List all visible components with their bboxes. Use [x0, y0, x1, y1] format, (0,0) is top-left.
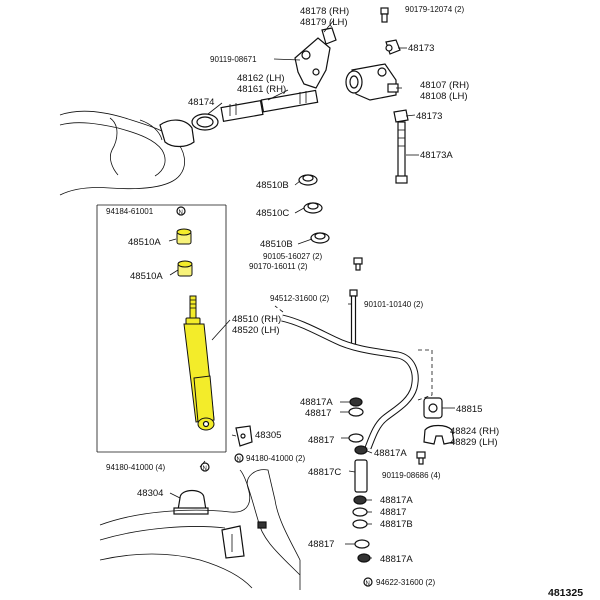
bushing-48815 [423, 397, 443, 419]
link-collar-48817C [354, 459, 368, 493]
bushing-48173-mid [393, 109, 409, 123]
label-48305: 48305 [255, 430, 281, 441]
label-48162: 48162 (LH) [237, 73, 285, 84]
link-bushing-48817B [352, 519, 368, 529]
label-94180-a: 94180-41000 (4) [106, 463, 165, 472]
label-48179: 48179 (LH) [300, 17, 348, 28]
link-bushing-48817A-4 [357, 553, 371, 563]
label-48817C: 48817C [308, 467, 341, 478]
label-90170: 90170-16011 (2) [249, 262, 308, 271]
label-48817A-1: 48817A [300, 397, 333, 408]
label-90179: 90179-12074 (2) [405, 5, 464, 14]
strut-bracket-48107 [345, 63, 399, 101]
label-94622: 94622-31600 (2) [376, 578, 435, 587]
label-48817-4: 48817 [308, 539, 334, 550]
bushing-48510B-top [298, 174, 318, 186]
label-48817-3: 48817 [380, 507, 406, 518]
bolt-90105 [353, 257, 363, 271]
link-bushing-48817A-3 [353, 495, 367, 505]
label-48817B: 48817B [380, 519, 413, 530]
bushing-48173-top [385, 39, 401, 55]
torsion-bar-assembly [191, 89, 319, 131]
label-48304: 48304 [137, 488, 163, 499]
label-48817A-3: 48817A [380, 495, 413, 506]
bushing-48510B-low [310, 232, 330, 244]
label-48510B-top: 48510B [256, 180, 289, 191]
label-48173-mid: 48173 [416, 111, 442, 122]
bracket-48305 [235, 425, 253, 447]
label-48107: 48107 (RH) [420, 80, 469, 91]
label-48178: 48178 (RH) [300, 6, 349, 17]
label-48817A-4: 48817A [380, 554, 413, 565]
label-90101: 90101-10140 (2) [364, 300, 423, 309]
frame-outline-bottom [99, 469, 301, 590]
label-48510A-1: 48510A [128, 237, 161, 248]
link-bushing-48817A-1 [349, 397, 363, 407]
label-48510: 48510 (RH) [232, 314, 281, 325]
long-bolt-48173A [395, 121, 408, 184]
frame-outline-top [59, 110, 195, 196]
label-90105: 90105-16027 (2) [263, 252, 322, 261]
bracket-48178 [294, 27, 337, 89]
shock-cushion-48510A-2 [177, 260, 193, 277]
label-48108: 48108 (LH) [420, 91, 468, 102]
n-mark-94622: N [363, 577, 373, 587]
label-48510A-2: 48510A [130, 271, 163, 282]
label-90119-08671: 90119-08671 [210, 55, 257, 64]
label-48829: 48829 (LH) [450, 437, 498, 448]
label-48173-top: 48173 [408, 43, 434, 54]
label-48161: 48161 (RH) [237, 84, 286, 95]
label-48817-1: 48817 [305, 408, 331, 419]
label-94512: 94512-31600 (2) [270, 294, 329, 303]
label-48815: 48815 [456, 404, 482, 415]
label-48824: 48824 (RH) [450, 426, 499, 437]
link-bushing-48817-3 [352, 507, 368, 517]
bracket-48824 [423, 424, 455, 445]
link-bushing-48817A-2 [354, 445, 368, 455]
long-bolt-90101 [349, 289, 358, 345]
label-48173A: 48173A [420, 150, 453, 161]
n-mark-text: N [203, 466, 207, 472]
link-bushing-48817-4 [354, 539, 370, 549]
n-mark-94180-a: N [200, 462, 210, 472]
n-mark-text: N [179, 210, 183, 216]
shock-absorber-48510 [183, 295, 215, 431]
link-bushing-48817-2 [348, 433, 364, 443]
shock-absorber-box [96, 204, 227, 453]
label-48510B-low: 48510B [260, 239, 293, 250]
shock-cushion-48510A-1 [176, 228, 192, 245]
bolt-90179 [380, 7, 389, 23]
label-94180-b: 94180-41000 (2) [246, 454, 305, 463]
n-mark-94180-b: N [234, 453, 244, 463]
label-48510C: 48510C [256, 208, 289, 219]
diagram-code: 481325 [548, 587, 583, 599]
label-94184: 94184-61001 [106, 207, 154, 216]
bolt-90119-08686 [416, 451, 426, 465]
stabilizer-bar [274, 305, 433, 450]
n-mark-text: N [366, 581, 370, 587]
n-mark-94184: N [176, 206, 186, 216]
link-bushing-48817-1 [348, 407, 364, 417]
label-48817-2: 48817 [308, 435, 334, 446]
label-48174: 48174 [188, 97, 214, 108]
bump-stop-48304 [173, 489, 209, 515]
n-mark-text: N [237, 457, 241, 463]
label-90119-08686: 90119-08686 (4) [382, 471, 441, 480]
label-48520: 48520 (LH) [232, 325, 280, 336]
label-48817A-2: 48817A [374, 448, 407, 459]
bushing-48510C [303, 202, 323, 214]
